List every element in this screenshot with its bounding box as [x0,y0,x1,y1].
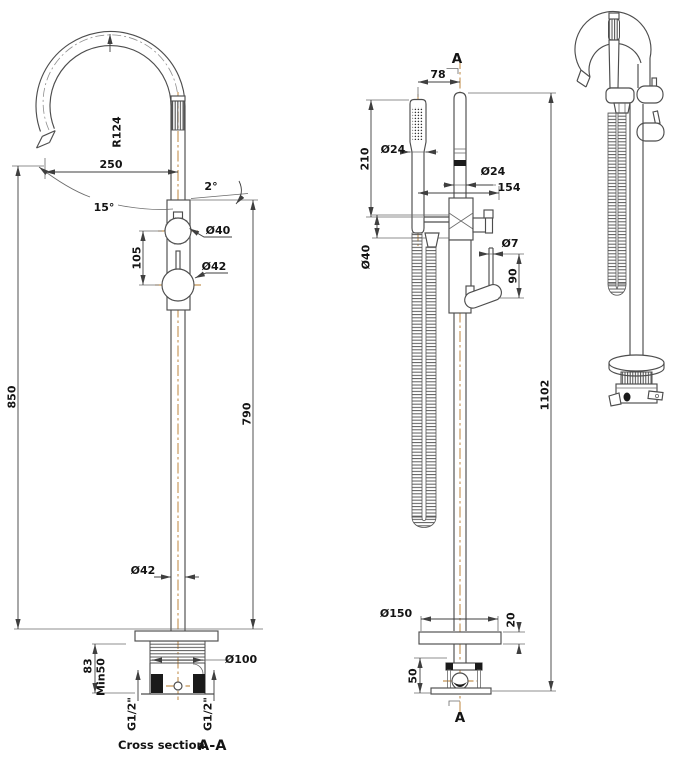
dim-tilt-top: 2° [204,180,217,193]
riser [453,91,467,198]
dim-lever-dia: Ø7 [501,237,518,250]
dim-inlet-left: G1/2" [126,697,139,731]
hose-loop [411,516,437,528]
perspective-view [574,10,665,407]
dim-height-overall: 850 [6,385,19,408]
thread-3d [620,371,653,385]
caption-prefix: Cross section [118,738,205,752]
caption-section: A-A [198,738,227,754]
escutcheon [134,630,219,642]
holder-3d [605,87,635,104]
dim-riser-dia: Ø24 [481,165,506,178]
hose-nut [424,232,440,248]
hose-3d-loop [607,283,627,296]
shower-3d-cap [608,12,620,20]
shower-3d-face [608,18,620,41]
bracket-base [430,687,492,695]
outlet-port [484,217,494,234]
front-view: A 78 210 Ø24 Ø24 154 [359,51,556,726]
section-marker-top: A [452,51,463,67]
dim-spread: 154 [498,181,521,194]
hose-right [425,246,437,518]
section-marker-bottom: A [455,710,466,726]
dim-lever-length: 90 [507,268,520,284]
holder-cap [170,95,186,102]
spout-inner [49,45,172,200]
shower-3d-handle [608,39,620,89]
dim-base-plate-thk: 20 [505,612,518,628]
dim-shower-dia: Ø24 [381,143,406,156]
flange-3d [608,354,665,372]
inlet-knob-3d [623,392,631,402]
spout-outer [35,30,186,200]
spray-face-side [171,100,185,131]
dim-shower-length: 210 [359,147,372,170]
spout-tip [36,141,50,149]
spout-centerline [42,34,179,131]
hose-3d-right [617,112,627,285]
lower-knob [161,268,195,302]
side-view: R124 250 2° 15° Ø40 105 Ø42 850 790 Ø42 … [6,30,263,754]
dim-base-plate-dia: Ø150 [380,607,413,620]
lower-handle-3d [636,122,665,142]
dim-body-dia: Ø40 [360,244,373,269]
lower-knob-lever [175,250,181,271]
mount-tab-left [608,392,622,407]
valve-body-front [448,197,474,241]
inlet-port [173,681,183,691]
outlet-arm [472,217,487,233]
base-plate [418,631,502,645]
lower-handle-stub [652,110,661,125]
spray-face-front [412,107,424,140]
dim-knob-spacing: 105 [131,247,144,270]
spout-3d-tip [576,80,587,88]
upper-knob [164,217,192,245]
dim-spout-reach: 250 [100,158,123,171]
dim-height-total: 1102 [539,380,552,411]
upper-handle-3d [636,85,664,104]
dim-spout-radius: R124 [111,116,124,148]
outlet-cap [483,209,494,219]
side-handle [464,284,502,309]
spout-3d-inner [588,43,642,78]
dim-bracket-height: 50 [407,668,420,684]
hose-nut-3d [613,102,631,114]
riser-ring [454,160,466,166]
dim-inlet-right: G1/2" [202,697,215,731]
dim-column-dia: Ø42 [131,564,156,577]
lock-nut-right [193,674,205,693]
hose-left [411,232,423,518]
dim-tilt-spout: 15° [94,201,115,214]
spout-3d-outer [574,10,652,71]
dim-height-column: 790 [241,402,254,425]
dim-below-floor: 83 [82,658,95,673]
dim-floor-min: Min50 [95,658,108,696]
dim-lower-knob-dia: Ø42 [202,260,227,273]
dim-escutcheon-dia: Ø100 [225,653,258,666]
hose-3d-left [607,112,617,285]
dim-upper-knob-dia: Ø40 [206,224,231,237]
dim-shower-offset: 78 [430,68,445,81]
lock-nut-left [151,674,163,693]
